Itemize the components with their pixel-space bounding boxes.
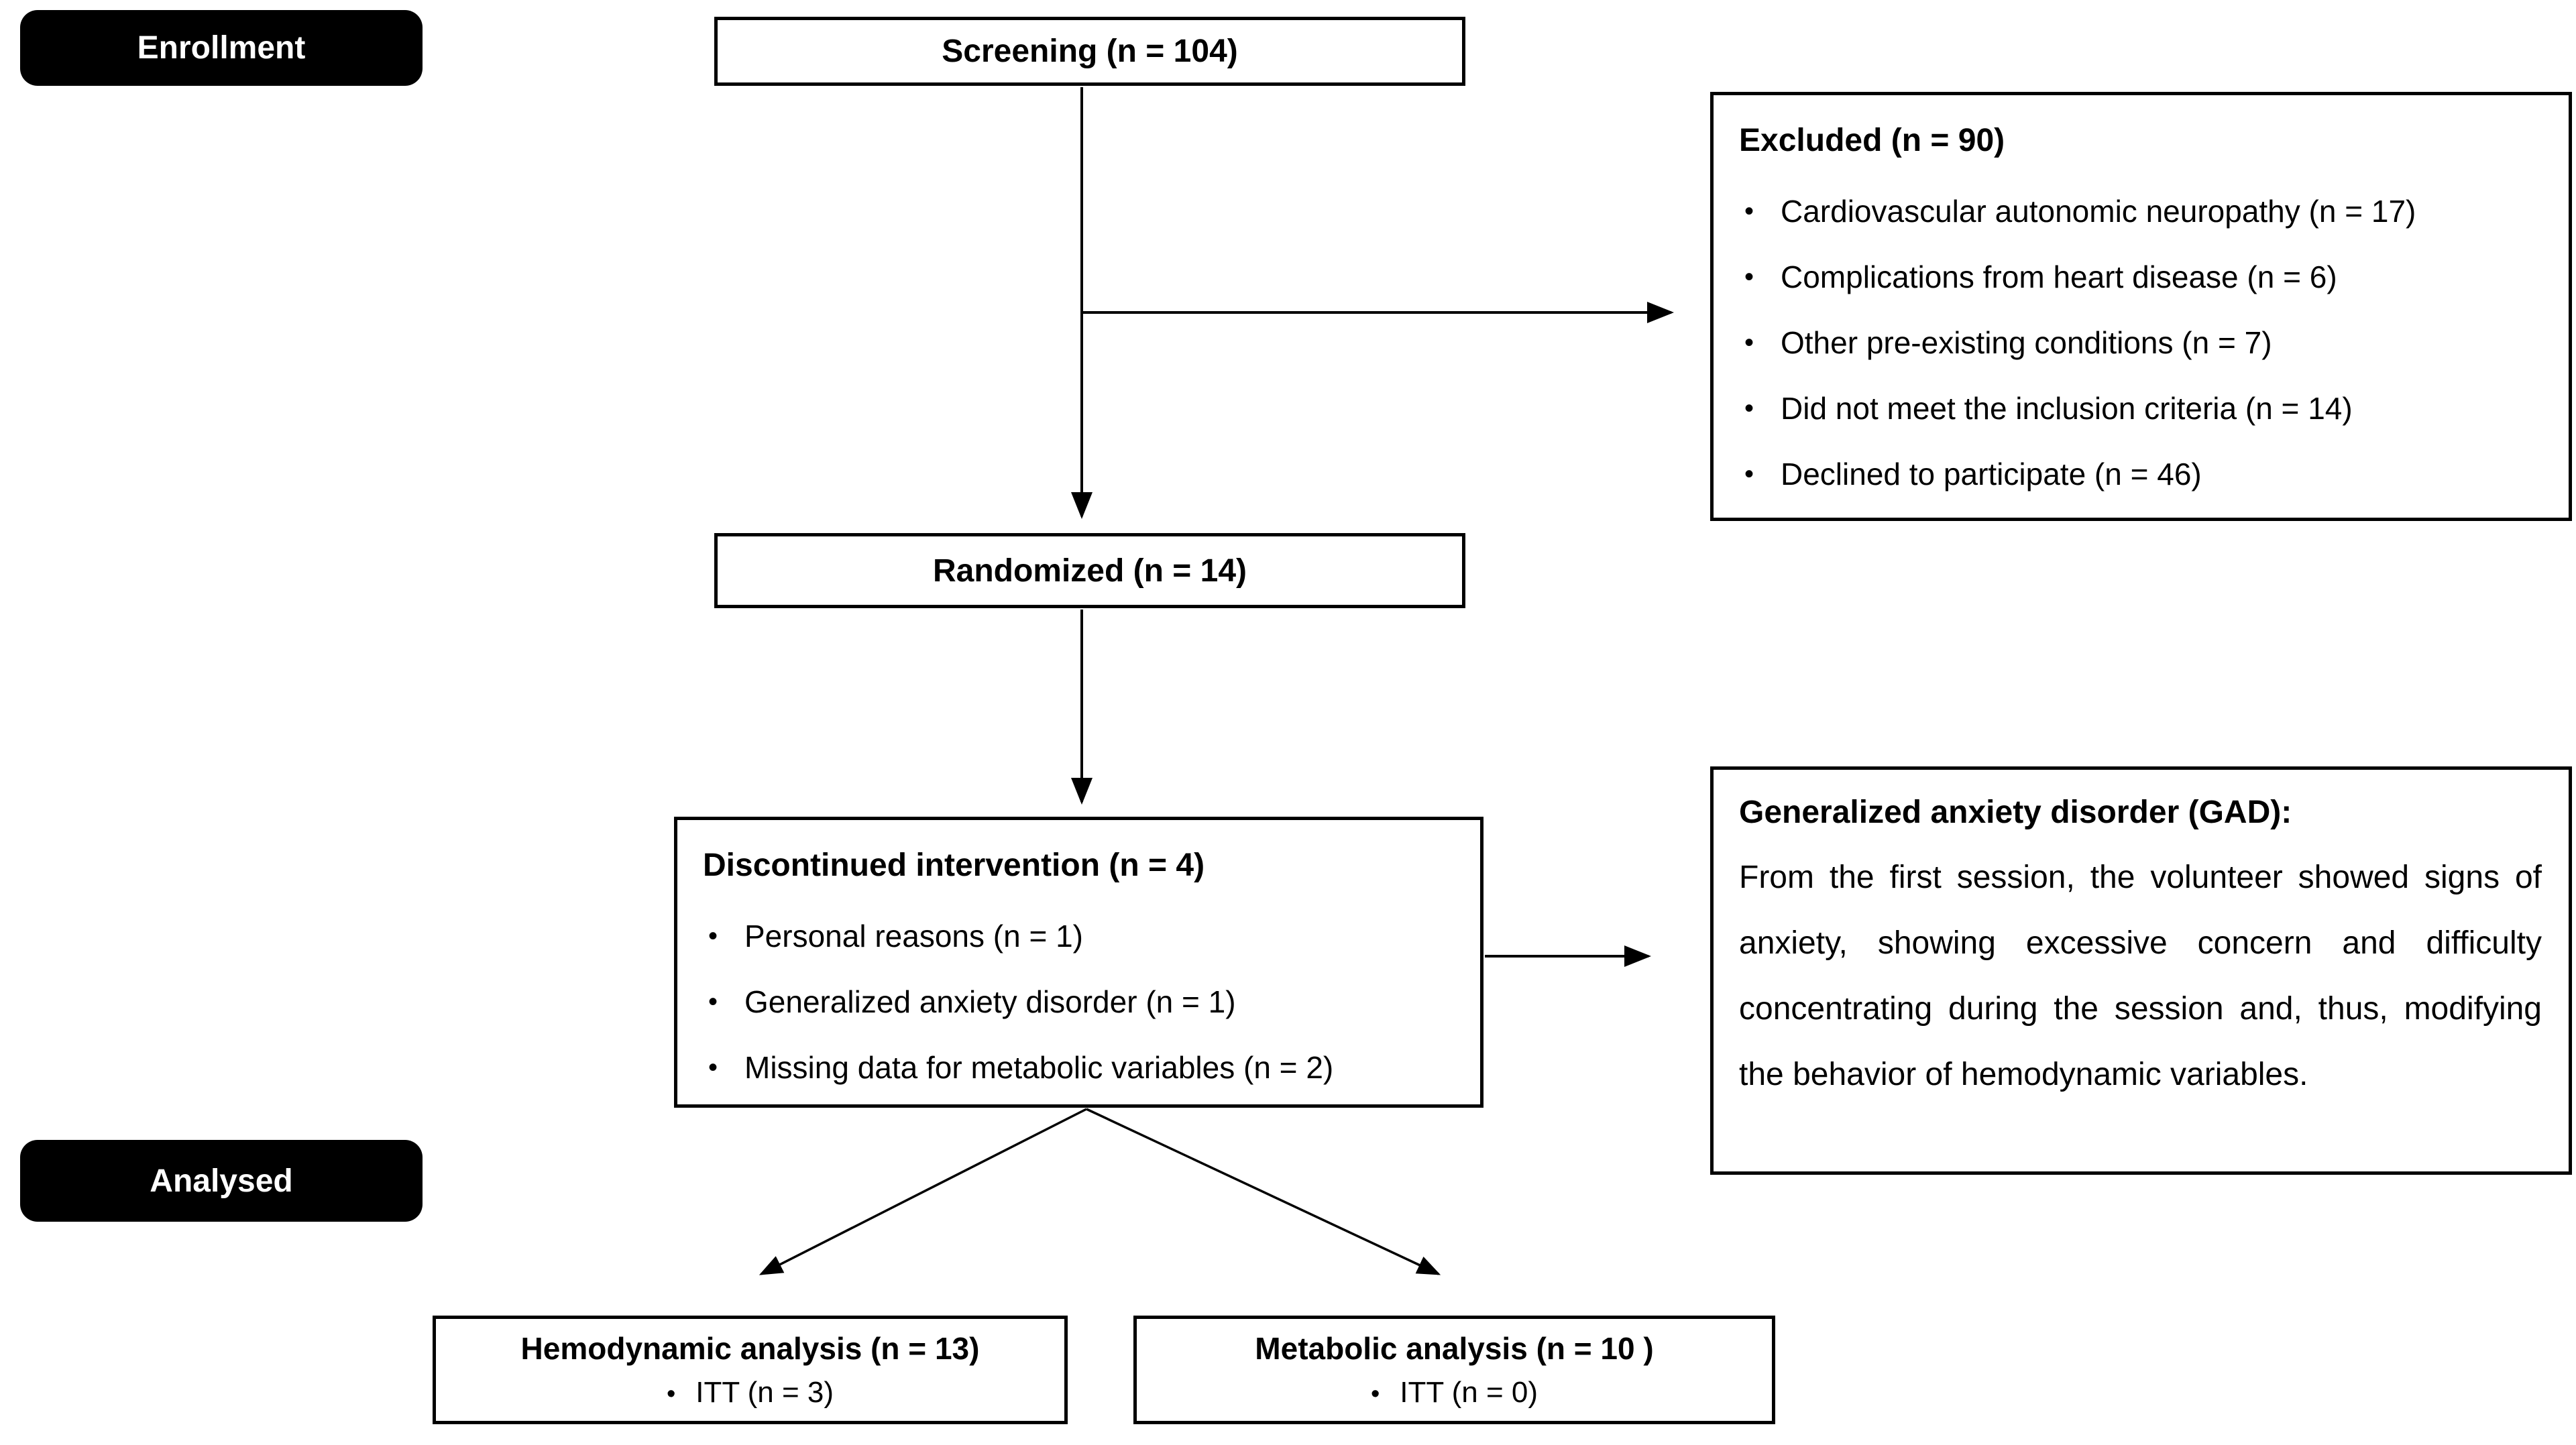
phase-label-analysed-text: Analysed [150,1163,293,1199]
screening-box-text: Screening (n = 104) [942,34,1238,69]
arrow-discontinued-to-metabolic [1086,1108,1441,1275]
hemodynamic-analysis-box: Hemodynamic analysis (n = 13) ITT (n = 3… [433,1316,1068,1424]
excluded-reason-item: Did not meet the inclusion criteria (n =… [1739,375,2557,441]
discontinued-reason-item: Personal reasons (n = 1) [703,903,1471,969]
excluded-reason-item: Other pre-existing conditions (n = 7) [1739,310,2557,375]
phase-label-analysed: Analysed [20,1140,423,1222]
discontinued-reason-item: Missing data for metabolic variables (n … [703,1035,1471,1100]
gad-note-title: Generalized anxiety disorder (GAD): [1739,795,2292,830]
metabolic-analysis-box: Metabolic analysis (n = 10 ) ITT (n = 0) [1133,1316,1775,1424]
arrow-discontinued-to-hemodynamic [759,1108,1087,1275]
gad-note-box: Generalized anxiety disorder (GAD): From… [1710,766,2572,1175]
discontinued-reason-list: Personal reasons (n = 1) Generalized anx… [703,903,1471,1100]
excluded-reason-item: Declined to participate (n = 46) [1739,441,2557,507]
phase-label-enrollment: Enrollment [20,10,423,86]
hemodynamic-analysis-title: Hemodynamic analysis (n = 13) [520,1331,980,1366]
discontinued-box-title: Discontinued intervention (n = 4) [703,848,1205,883]
discontinued-reason-item: Generalized anxiety disorder (n = 1) [703,969,1471,1035]
phase-label-enrollment-text: Enrollment [137,30,306,66]
randomized-box-text: Randomized (n = 14) [932,553,1247,589]
excluded-box-title: Excluded (n = 90) [1739,123,2005,158]
metabolic-analysis-itt: ITT (n = 0) [1371,1372,1538,1415]
screening-box: Screening (n = 104) [714,17,1465,86]
metabolic-analysis-title: Metabolic analysis (n = 10 ) [1255,1331,1654,1366]
discontinued-box: Discontinued intervention (n = 4) Person… [674,817,1483,1108]
excluded-reason-list: Cardiovascular autonomic neuropathy (n =… [1739,178,2557,507]
excluded-reason-item: Complications from heart disease (n = 6) [1739,244,2557,310]
excluded-box: Excluded (n = 90) Cardiovascular autonom… [1710,92,2572,521]
excluded-reason-item: Cardiovascular autonomic neuropathy (n =… [1739,178,2557,244]
randomized-box: Randomized (n = 14) [714,533,1465,608]
hemodynamic-analysis-itt: ITT (n = 3) [667,1372,834,1415]
gad-note-body: From the first session, the volunteer sh… [1739,860,2542,1092]
